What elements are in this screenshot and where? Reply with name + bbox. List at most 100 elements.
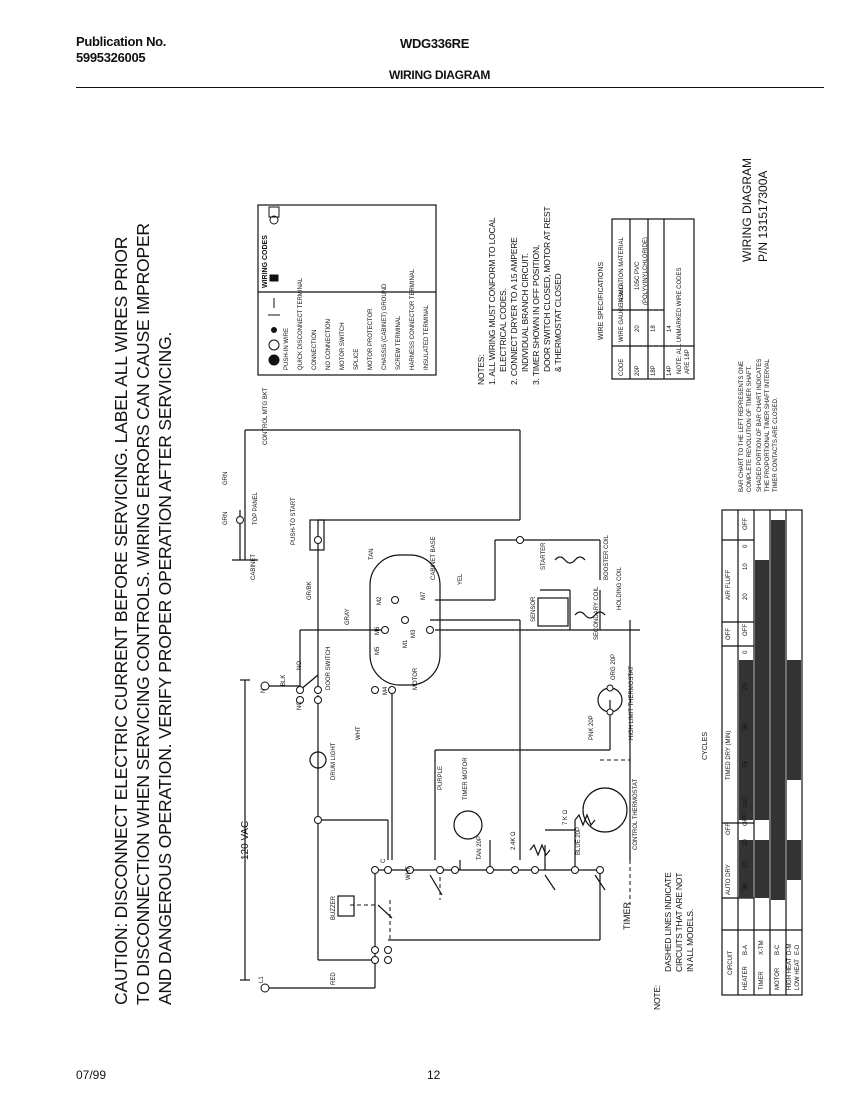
label-m5: M5 xyxy=(375,646,381,655)
label-top-panel: TOP PANEL xyxy=(253,491,259,525)
cycle-chart xyxy=(721,509,803,996)
circuit-name: LOW HEAT xyxy=(795,959,801,990)
label-yel: YEL xyxy=(458,573,464,585)
dashed-note-line: DASHED LINES INDICATE xyxy=(663,872,673,972)
cycle-tick: 0 xyxy=(743,544,749,548)
wiring-codes-title: WIRING CODES xyxy=(262,235,269,288)
secondary-coil xyxy=(574,611,606,619)
note-line: & THERMOSTAT CLOSED xyxy=(553,273,563,372)
circuit-contacts: E-D xyxy=(795,944,801,955)
wire-spec-title: WIRE SPECIFICATIONS xyxy=(598,261,605,340)
cycle-tick: 10 xyxy=(743,563,749,570)
label-sensor: SENSOR xyxy=(531,596,537,622)
diagram-id-title: WIRING DIAGRAM xyxy=(740,158,754,262)
label-m2: M2 xyxy=(377,596,383,605)
label-m6: M6 xyxy=(375,626,381,635)
cycle-tick: 75 xyxy=(743,761,749,768)
label-pnk-20p: PNK 20P xyxy=(589,715,595,740)
label-2k4-ohm: 2.4K Ω xyxy=(511,831,517,851)
note-line: INDIVIDUAL BRANCH CIRCUIT. xyxy=(520,253,530,372)
label-gr-bk: GR/BK xyxy=(307,581,313,600)
label-blk: BLK xyxy=(281,674,287,686)
label-7k-ohm: 7 K Ω xyxy=(563,809,569,825)
wire-spec-cell: 18P xyxy=(651,365,657,376)
label-high-limit-thermostat: HIGH LIMIT THERMOSTAT xyxy=(629,666,635,740)
page-number: 12 xyxy=(427,1068,441,1082)
timer-motor-symbol xyxy=(453,810,483,840)
note-line: 1. ALL WIRING MUST CONFORM TO LOCAL xyxy=(487,217,497,385)
note-line: 3. TIMER SHOWN IN OFF POSITION, xyxy=(531,244,541,385)
cycle-chart-title: CYCLES xyxy=(702,731,709,760)
code-item: PUSH-IN WIRE xyxy=(284,328,290,370)
label-buzzer: BUZZER xyxy=(331,896,337,920)
notes-title: NOTES: xyxy=(476,354,486,385)
label-gray: GRAY xyxy=(345,608,351,625)
label-red: RED xyxy=(331,972,337,985)
wiring-codes-box xyxy=(257,204,437,376)
wire-spec-header: CODE xyxy=(619,358,625,376)
label-grn: GRN xyxy=(223,471,229,485)
wire-spec-cell: 20P xyxy=(635,365,641,376)
cycle-label: AIR FLUFF xyxy=(726,569,732,600)
wire-spec-header: INSULATION MATERIAL xyxy=(619,237,625,304)
bar-chart-note: SHADED PORTION OF BAR CHART INDICATES xyxy=(757,358,763,492)
dashed-note-title: NOTE: xyxy=(652,985,662,1010)
code-item: HARNESS CONNECTOR TERMINAL xyxy=(410,268,416,370)
cycle-tick: OFF xyxy=(743,518,749,530)
header-rule xyxy=(76,87,824,88)
resistor-2k4 xyxy=(529,843,551,857)
code-item: MOTOR SWITCH xyxy=(340,322,346,370)
circuit-contacts: B-C xyxy=(775,944,781,955)
label-m4: M4 xyxy=(383,686,389,695)
label-m1: M1 xyxy=(403,639,409,648)
caution-line-3: AND DANGEROUS OPERATION. VERIFY PROPER O… xyxy=(155,331,175,1005)
cycle-tick: OFF xyxy=(743,814,749,826)
label-timer-motor: TIMER MOTOR xyxy=(463,757,469,800)
label-purple: PURPLE xyxy=(438,765,444,790)
dashed-note-line: IN ALL MODELS. xyxy=(685,908,695,972)
wire-spec-table xyxy=(611,218,695,380)
cycle-tick: 0 xyxy=(743,650,749,654)
bar-chart-note: TIMER CONTACTS ARE CLOSED. xyxy=(773,397,779,492)
label-cabinet-base: CABINET BASE xyxy=(431,536,437,580)
buzzer-symbol xyxy=(337,895,355,917)
wire-spec-cell: 20 xyxy=(635,325,641,332)
label-timer: TIMER xyxy=(622,902,632,930)
section-title: WIRING DIAGRAM xyxy=(389,68,491,82)
circuit-header: CIRCUIT xyxy=(728,950,734,975)
push-to-start-switch xyxy=(309,519,325,551)
label-n: N xyxy=(261,688,267,693)
cycle-label: TIMED DRY (MIN) xyxy=(726,730,732,780)
cycle-label: AUTO DRY xyxy=(726,864,732,895)
cycle-tick: 20 xyxy=(743,593,749,600)
label-no: NO xyxy=(297,661,303,670)
starter-coil xyxy=(554,556,586,564)
label-holding-coil: HOLDING COIL xyxy=(617,566,623,610)
label-booster-coil: BOOSTER COIL xyxy=(604,534,610,580)
wire-spec-cell: 18 xyxy=(651,325,657,332)
label-control-thermostat: CONTROL THERMOSTAT xyxy=(633,778,639,850)
wire-spec-cell: 14P xyxy=(667,365,673,376)
wire-spec-cell: 105C PVC xyxy=(635,261,641,290)
wire-spec-cell: 14 xyxy=(667,325,673,332)
diagram-part-number: P/N 131517300A xyxy=(756,170,770,262)
footer-date: 07/99 xyxy=(76,1068,107,1082)
circuit-contacts: B-A xyxy=(743,944,749,955)
circuit-name: TIMER xyxy=(759,971,765,990)
label-m7: M7 xyxy=(421,591,427,600)
drum-light-symbol xyxy=(309,751,327,769)
label-door-switch: DOOR SWITCH xyxy=(326,646,332,690)
circuit-contacts: D-M xyxy=(787,943,793,955)
label-starter: STARTER xyxy=(541,542,547,570)
label-drum-light: DRUM LIGHT xyxy=(331,742,337,780)
label-wht: WHT xyxy=(406,866,412,880)
label-c: C xyxy=(381,858,387,863)
model-number: WDG336RE xyxy=(400,36,470,51)
code-item: INSULATED TERMINAL xyxy=(424,304,430,370)
resistor-7k xyxy=(574,813,596,827)
label-m3: M3 xyxy=(411,629,417,638)
circuit-contacts: X-TM xyxy=(759,940,765,955)
caution-line-1: CAUTION: DISCONNECT ELECTRIC CURRENT BEF… xyxy=(111,236,131,1005)
cycle-tick: 50 xyxy=(743,723,749,730)
